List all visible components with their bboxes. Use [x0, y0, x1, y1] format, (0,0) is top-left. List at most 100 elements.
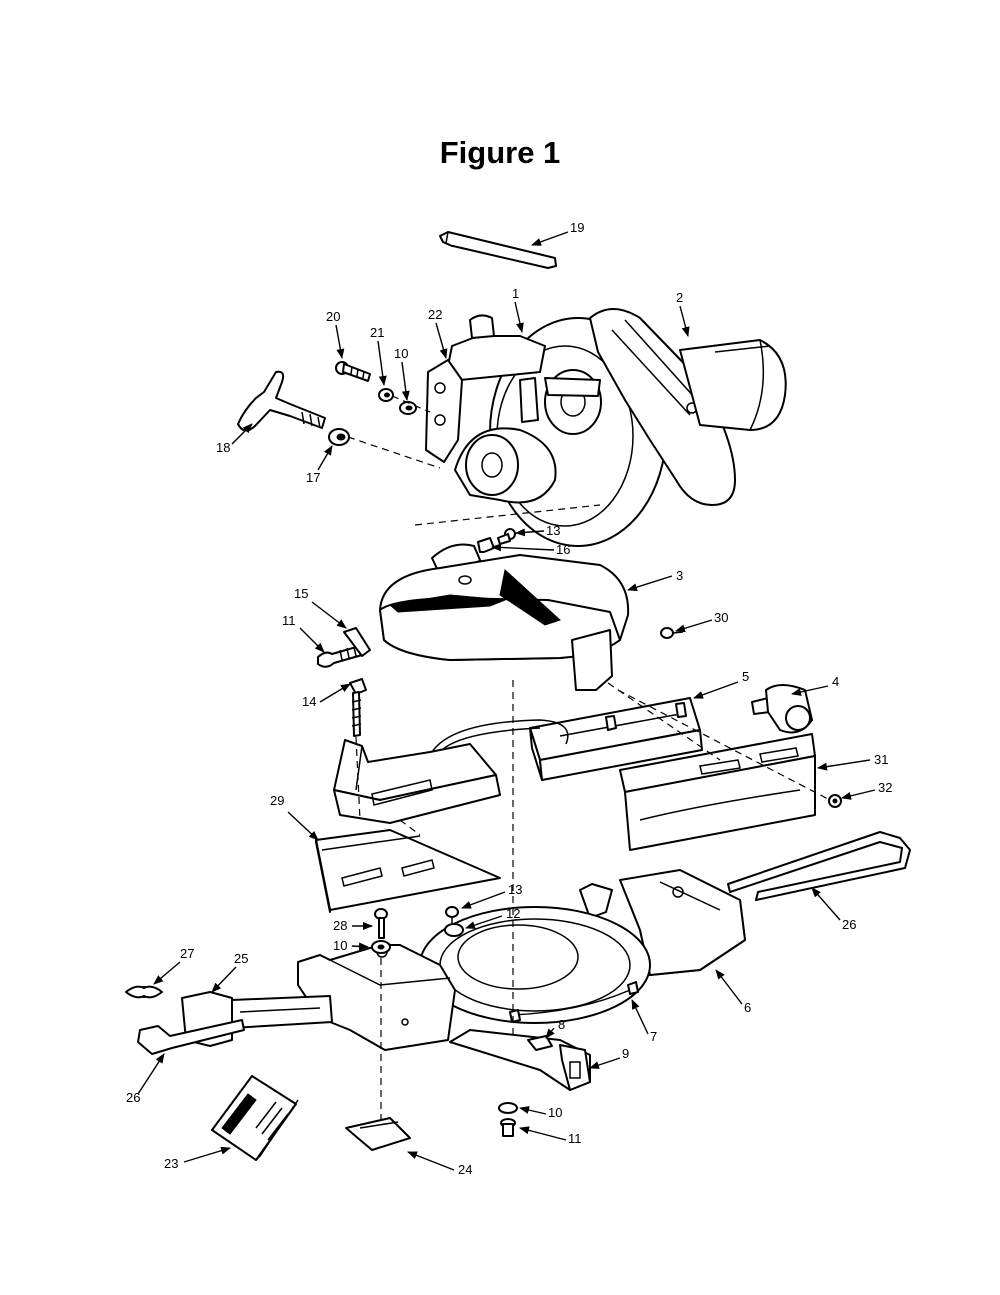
- screw-part-11-lower: [500, 1118, 516, 1137]
- callout-13-lower: 13: [461, 882, 522, 909]
- callout-number: 23: [164, 1156, 178, 1171]
- right-fence-part-31: [619, 733, 816, 851]
- callout-8: 8: [545, 1017, 565, 1039]
- callout-number: 28: [333, 918, 347, 933]
- callout-15: 15: [294, 586, 347, 629]
- callout-number: 32: [878, 780, 892, 795]
- callout-22: 22: [428, 307, 448, 359]
- leader-arrow: [401, 361, 410, 401]
- leader-arrow: [319, 683, 351, 703]
- callout-number: 10: [548, 1105, 562, 1120]
- callout-number: 14: [302, 694, 316, 709]
- base-part-6: [297, 869, 746, 1051]
- callout-5: 5: [693, 669, 749, 699]
- callout-number: 25: [234, 951, 248, 966]
- leader-arrow: [514, 301, 524, 333]
- callout-number: 15: [294, 586, 308, 601]
- leader-arrow: [465, 915, 503, 929]
- callout-28: 28: [333, 918, 373, 933]
- callout-27: 27: [153, 946, 194, 985]
- bolt-part-20: [335, 361, 371, 382]
- leader-arrow: [545, 1027, 555, 1039]
- callout-25: 25: [211, 951, 248, 993]
- callout-number: 1: [512, 286, 519, 301]
- callout-number: 4: [832, 674, 839, 689]
- knob-part-18: [237, 370, 326, 432]
- leader-arrow: [435, 322, 448, 359]
- leader-arrow: [299, 627, 325, 653]
- washer-part-21: [378, 388, 394, 402]
- callout-number: 31: [874, 752, 888, 767]
- washer-part-12: [444, 923, 464, 937]
- leader-arrow: [317, 445, 333, 471]
- fence-insert-part-5: [529, 697, 703, 781]
- callout-13-upper: 13: [515, 523, 560, 538]
- leader-arrow: [515, 528, 545, 537]
- callout-10-middle: 10: [333, 938, 369, 953]
- fence-face-part-29: [315, 829, 501, 913]
- callout-19: 19: [531, 220, 584, 246]
- callout-number: 3: [676, 568, 683, 583]
- leg-bracket-part-9: [449, 1029, 591, 1091]
- callout-30: 30: [675, 610, 728, 633]
- washer-part-10-upper: [399, 401, 417, 415]
- callout-number: 9: [622, 1046, 629, 1061]
- nut-part-17: [328, 428, 350, 446]
- callout-number: 12: [506, 906, 520, 921]
- leader-arrow: [335, 324, 345, 359]
- leader-arrow: [841, 789, 876, 800]
- bolt-part-14: [349, 678, 367, 737]
- left-fence-part: [333, 739, 501, 824]
- leader-arrow: [137, 1053, 165, 1095]
- callout-1: 1: [512, 286, 524, 333]
- callout-10-lower: 10: [519, 1105, 562, 1120]
- callout-number: 13: [546, 523, 560, 538]
- callout-number: 17: [306, 470, 320, 485]
- callout-number: 19: [570, 220, 584, 235]
- leader-arrow: [679, 305, 690, 337]
- extension-rod-part-26-left: [137, 1019, 245, 1055]
- leader-arrow: [461, 891, 506, 909]
- throat-insert-part-24: [345, 1117, 411, 1151]
- callout-26-left: 26: [126, 1053, 165, 1105]
- callout-24: 24: [407, 1151, 472, 1177]
- base-ring-outline: [431, 719, 569, 753]
- callout-number: 10: [394, 346, 408, 361]
- leader-arrow: [211, 966, 237, 993]
- leader-arrow: [589, 1057, 621, 1069]
- leader-arrow: [287, 811, 319, 841]
- callout-number: 30: [714, 610, 728, 625]
- callout-number: 26: [842, 917, 856, 932]
- callout-18: 18: [216, 423, 253, 455]
- callout-20: 20: [326, 309, 345, 359]
- leader-arrow: [675, 619, 713, 633]
- wing-nut-part-27: [125, 985, 163, 999]
- leader-arrow: [693, 681, 739, 699]
- callout-number: 11: [282, 613, 296, 628]
- assembly-guide-lines: [347, 395, 831, 1125]
- callout-16: 16: [491, 542, 570, 557]
- leader-arrow: [531, 231, 569, 246]
- callout-14: 14: [302, 683, 351, 709]
- callout-31: 31: [817, 752, 888, 771]
- pad-part-8: [527, 1035, 553, 1051]
- callout-2: 2: [676, 290, 690, 337]
- leader-arrow: [351, 942, 369, 951]
- callout-26-right: 26: [811, 887, 856, 932]
- figure-title: Figure 1: [439, 135, 561, 170]
- extension-rod-part-26-right: [727, 831, 911, 901]
- leader-arrow: [377, 340, 387, 386]
- motor-handle-assembly-part-2: [589, 308, 787, 506]
- washer-part-10-middle: [371, 940, 391, 954]
- leader-arrow: [627, 575, 673, 592]
- leader-arrow: [631, 999, 649, 1035]
- manual-booklet-part-23: [211, 1075, 299, 1161]
- leader-arrow: [491, 543, 555, 552]
- callout-number: 2: [676, 290, 683, 305]
- callout-4: 4: [791, 674, 839, 696]
- screw-part-13-upper: [497, 528, 516, 545]
- callout-number: 22: [428, 307, 442, 322]
- callout-number: 18: [216, 440, 230, 455]
- clip-part-16: [477, 537, 495, 553]
